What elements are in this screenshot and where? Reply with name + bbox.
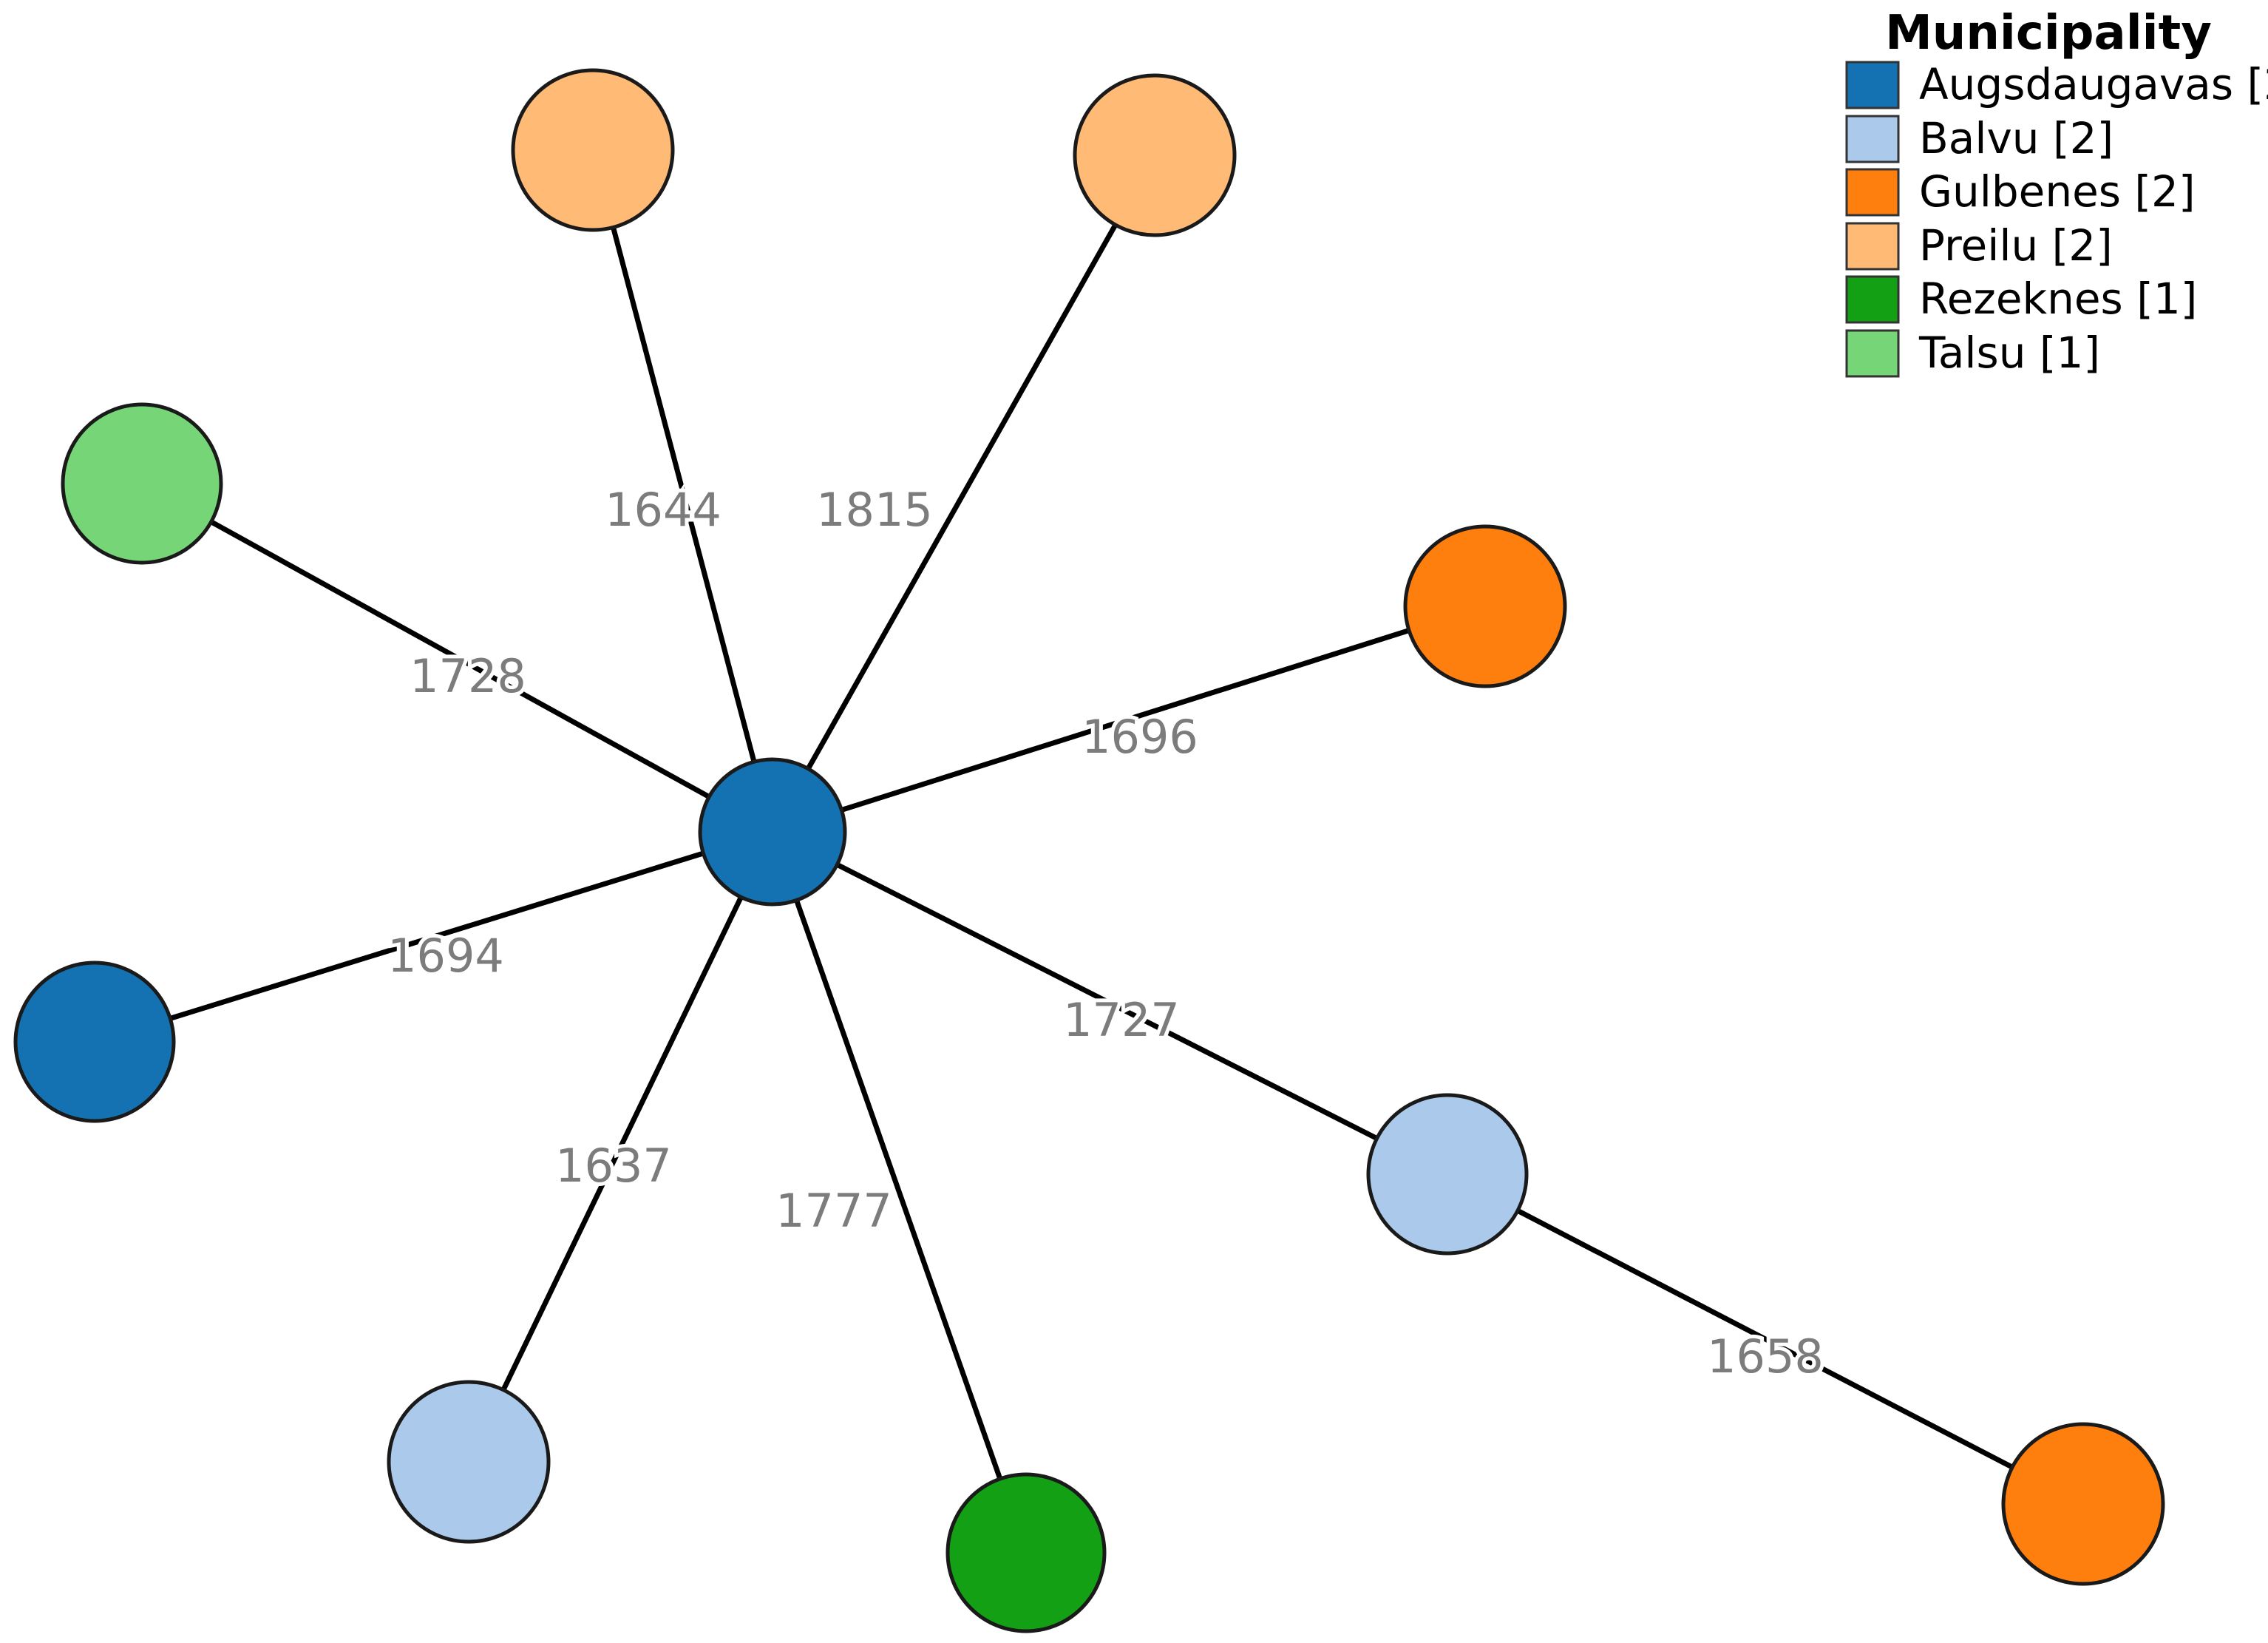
- legend-swatch-rezeknes: [1845, 275, 1900, 324]
- node-rezeknes-bottom: [945, 1472, 1107, 1633]
- edge-weight-label-1694: 1694: [387, 929, 504, 983]
- node-gulbenes-right: [1403, 524, 1567, 688]
- node-preilu-top-left: [511, 68, 675, 232]
- edge-center-gulbenes-right: [770, 603, 1488, 835]
- edge-center-augsdaugavas-left: [92, 829, 775, 1045]
- legend-swatch-talsu: [1845, 329, 1900, 378]
- legend-title: Municipality: [1885, 6, 2212, 61]
- legend-swatch-preilu: [1845, 222, 1900, 271]
- edge-weight-label-1727: 1727: [1063, 993, 1180, 1047]
- legend-label-talsu: Talsu [1]: [1918, 328, 2100, 378]
- edge-center-preilu-top-right: [770, 152, 1158, 835]
- node-balvu-right: [1366, 1093, 1529, 1256]
- edge-weight-label-1815: 1815: [816, 483, 933, 537]
- edge-labels-layer: 1644 1815 1728 1696 1694 1727 1637 1777 1658: [384, 479, 1827, 1387]
- edge-center-balvu-bottom-left: [466, 829, 775, 1465]
- legend-label-gulbenes: Gulbenes [2]: [1919, 166, 2196, 217]
- node-augsdaugavas-left: [13, 961, 176, 1123]
- legend-swatch-gulbenes: [1845, 168, 1900, 217]
- legend-swatch-augsdaugavas: [1845, 61, 1900, 109]
- legend-label-preilu: Preilu [2]: [1919, 220, 2113, 271]
- edge-center-rezeknes-bottom: [770, 829, 1029, 1556]
- edge-weight-label-1728: 1728: [410, 649, 526, 703]
- edge-weight-label-1644: 1644: [605, 483, 722, 537]
- edge-weight-label-1637: 1637: [555, 1139, 672, 1193]
- edge-center-talsu-left: [139, 481, 775, 835]
- legend: Municipality Augsdaugavas [2]Balvu [2]Gu…: [1845, 6, 2268, 378]
- edge-weight-label-1696: 1696: [1082, 710, 1198, 764]
- edge-center-balvu-right: [770, 829, 1450, 1177]
- nodes-layer: [13, 68, 2165, 1633]
- node-preilu-top-right: [1073, 73, 1237, 237]
- legend-items: Augsdaugavas [2]Balvu [2]Gulbenes [2]Pre…: [1845, 59, 2268, 378]
- legend-label-augsdaugavas: Augsdaugavas [2]: [1919, 59, 2268, 109]
- node-talsu-left: [61, 402, 223, 565]
- edge-weight-label-1777: 1777: [775, 1184, 892, 1238]
- edge-balvu-right-gulbenes-bottom-right: [1444, 1171, 2086, 1507]
- legend-label-balvu: Balvu [2]: [1919, 113, 2113, 163]
- node-balvu-bottom-left: [387, 1380, 551, 1544]
- node-center: [698, 757, 847, 907]
- legend-label-rezeknes: Rezeknes [1]: [1919, 274, 2197, 324]
- edge-center-preilu-top-left: [590, 147, 775, 835]
- edges-layer: [92, 147, 2086, 1556]
- legend-swatch-balvu: [1845, 115, 1900, 163]
- node-gulbenes-bottom-right: [2001, 1422, 2165, 1586]
- edge-weight-label-1658: 1658: [1707, 1329, 1824, 1383]
